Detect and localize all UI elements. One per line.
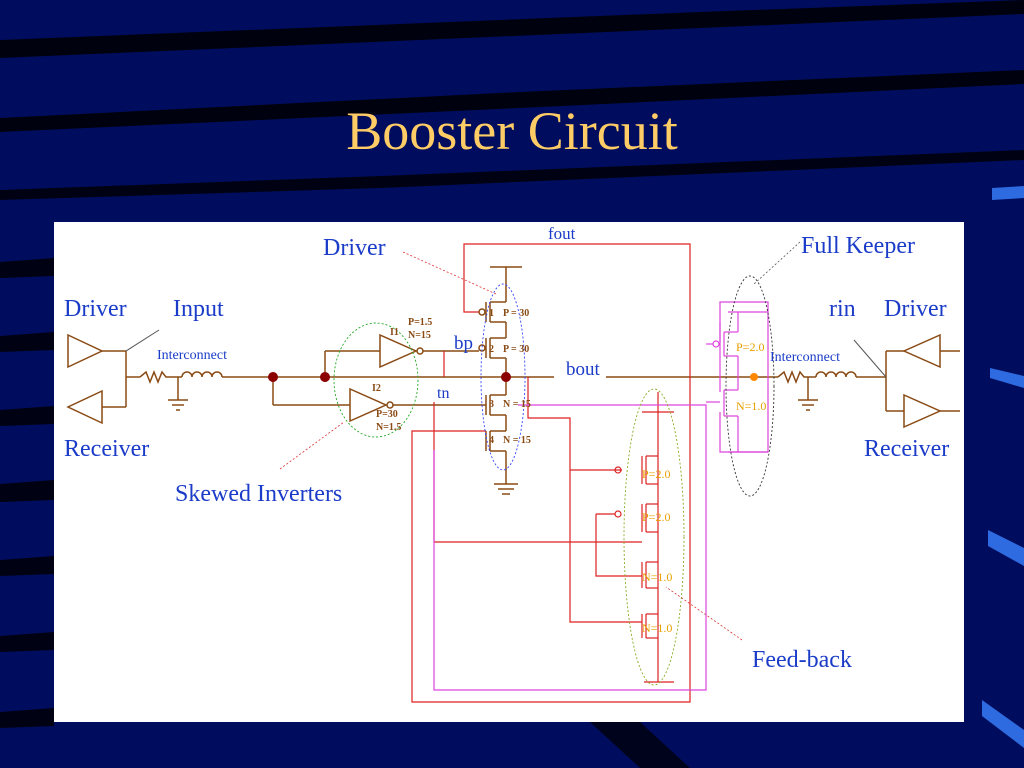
keeper-n-size: N=1.0	[736, 399, 767, 413]
rin-label: rin	[829, 296, 856, 322]
right-interconnect-resistor	[777, 369, 812, 385]
stack-3-index: 3	[489, 399, 494, 410]
full-keeper-oval	[725, 275, 775, 497]
driver-top-label: Driver	[323, 235, 386, 261]
fout-label: fout	[548, 224, 576, 243]
feedback-size-1: P=2.0	[642, 467, 671, 481]
stack-2-size: P = 30	[503, 344, 530, 355]
stack-4-size: N = 15	[503, 435, 531, 446]
driver-stack-oval	[480, 283, 526, 471]
input-label: Input	[173, 296, 224, 322]
inverter-i2-name: I2	[372, 383, 381, 394]
feedback-oval	[623, 388, 685, 686]
receiver-left-label: Receiver	[64, 436, 150, 462]
skewed-inverters-oval	[333, 322, 419, 438]
bout-label: bout	[566, 359, 600, 380]
stack-4-index: 4	[489, 435, 494, 446]
inverter-i2-p: P=30	[376, 409, 398, 420]
stack-1-index: 1	[489, 308, 494, 319]
interconnect-left-label: Interconnect	[157, 348, 227, 363]
stack-2-index: 2	[489, 344, 494, 355]
booster-circuit-schematic	[66, 241, 960, 703]
right-driver-buffer	[902, 333, 941, 369]
inverter-i1	[379, 333, 418, 369]
receiver-right-label: Receiver	[864, 436, 950, 462]
right-interconnect-inductor	[815, 371, 857, 378]
left-receiver-buffer	[66, 389, 103, 425]
driver-right-label: Driver	[884, 296, 947, 322]
keeper-p-size: P=2.0	[736, 340, 765, 354]
left-interconnect-inductor	[181, 371, 223, 378]
skewed-inverters-label: Skewed Inverters	[175, 481, 343, 507]
inverter-i2-n: N=1.5	[376, 422, 402, 433]
circuit-nodes	[268, 372, 758, 382]
right-receiver-buffer	[903, 393, 942, 429]
stack-3-size: N = 15	[503, 399, 531, 410]
inverter-i2	[349, 387, 388, 423]
feedback-size-3: N=1.0	[642, 570, 673, 584]
feedback-size-4: N=1.0	[642, 621, 673, 635]
node-input-a	[268, 372, 278, 382]
inverter-i1-n: N=15	[408, 330, 431, 341]
left-driver-buffer	[67, 333, 104, 369]
driver-left-label: Driver	[64, 296, 127, 322]
slide-title: Booster Circuit	[346, 101, 678, 161]
diagram-panel	[54, 222, 964, 722]
bp-label: bp	[454, 333, 473, 354]
inverter-i1-name: I1	[390, 327, 399, 338]
node-rin	[750, 373, 758, 381]
inverter-i1-p: P=1.5	[408, 317, 433, 328]
feedback-size-2: P=2.0	[642, 510, 671, 524]
interconnect-right-label: Interconnect	[770, 350, 840, 365]
tn-label: tn	[437, 385, 450, 402]
node-input-b	[320, 372, 330, 382]
stack-1-size: P = 30	[503, 308, 530, 319]
node-bout	[501, 372, 511, 382]
feed-back-label: Feed-back	[752, 647, 852, 673]
left-interconnect-resistor	[139, 369, 174, 385]
full-keeper-label: Full Keeper	[801, 233, 915, 259]
